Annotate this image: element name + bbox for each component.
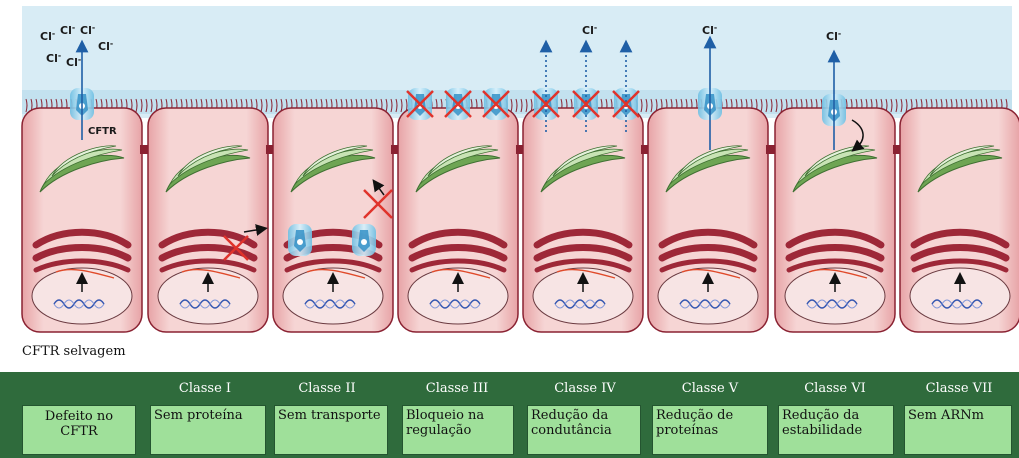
nucleus <box>658 268 758 324</box>
cell-5 <box>648 108 775 332</box>
charge: - <box>110 39 113 48</box>
charge: - <box>594 23 597 32</box>
nucleus <box>533 268 633 324</box>
class2-channel-1 <box>288 224 312 256</box>
class-box-5: Redução de proteínas <box>652 405 768 455</box>
class-box-3: Bloqueio na regulação <box>402 405 514 455</box>
cell-2 <box>273 108 400 332</box>
class-box-1: Sem proteína <box>150 405 266 455</box>
charge: - <box>72 23 75 32</box>
charge: - <box>78 55 81 64</box>
class-title-1: Classe I <box>150 381 260 396</box>
class-title-5: Classe V <box>655 381 765 396</box>
nucleus <box>408 268 508 324</box>
charge: - <box>58 51 61 60</box>
class-box-2: Sem transporte <box>274 405 388 455</box>
class-title-3: Classe III <box>402 381 512 396</box>
cell-0 <box>22 108 149 332</box>
cell-3 <box>398 108 525 332</box>
charge: - <box>92 23 95 32</box>
cell-1 <box>148 108 275 332</box>
cftr-label: CFTR <box>88 126 117 137</box>
cell-6 <box>775 108 902 332</box>
nucleus <box>785 268 885 324</box>
nucleus <box>283 268 383 324</box>
nucleus <box>32 268 132 324</box>
class-title-7: Classe VII <box>904 381 1014 396</box>
nucleus <box>910 268 1010 324</box>
wild-type-label: CFTR selvagem <box>22 344 126 359</box>
class-box-6: Redução da estabilidade <box>778 405 894 455</box>
charge: - <box>52 29 55 38</box>
cell-4 <box>523 108 650 332</box>
class-title-6: Classe VI <box>780 381 890 396</box>
class-title-2: Classe II <box>272 381 382 396</box>
class-title-4: Classe IV <box>530 381 640 396</box>
channel-gate <box>361 239 367 245</box>
class-box-7: Sem ARNm <box>904 405 1012 455</box>
class2-channel-2 <box>352 224 376 256</box>
tight-junction <box>766 145 775 154</box>
class-box-defect: Defeito no CFTR <box>22 405 136 455</box>
nucleus <box>158 268 258 324</box>
charge: - <box>838 29 841 38</box>
class-box-4: Redução da condutância <box>527 405 641 455</box>
cell-7 <box>900 108 1019 332</box>
charge: - <box>714 23 717 32</box>
epithelial-cells <box>22 108 1019 332</box>
channel-gate <box>297 239 303 245</box>
